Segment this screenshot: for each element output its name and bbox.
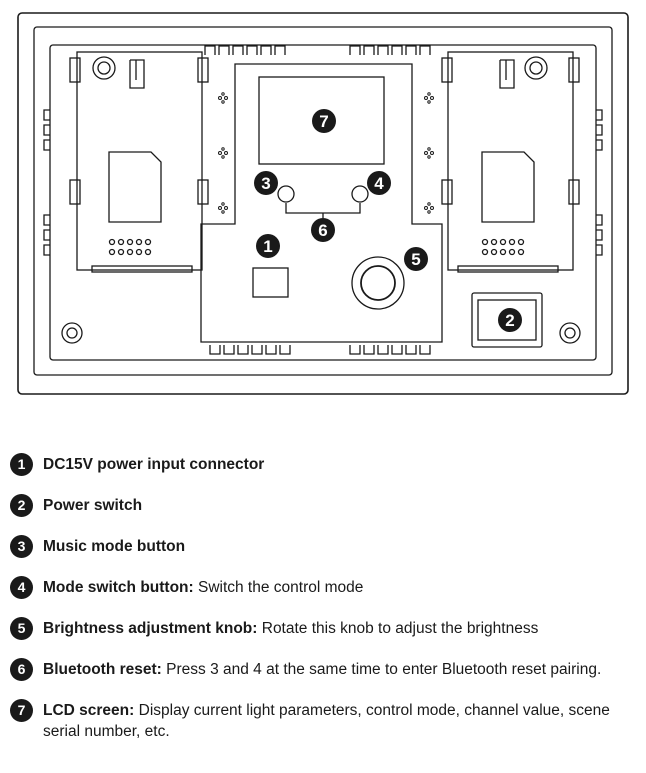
svg-text:4: 4 (374, 174, 384, 193)
inner-frame (33, 26, 613, 376)
legend-term: Mode switch button: (43, 579, 194, 596)
music-mode-button (277, 185, 295, 203)
right-battery-plate (441, 51, 580, 273)
legend-item: 1 DC15V power input connector (10, 453, 640, 476)
legend-term: Power switch (43, 497, 143, 514)
svg-text:5: 5 (411, 250, 420, 269)
legend-term: LCD screen: (43, 702, 135, 719)
legend-number: 5 (10, 617, 33, 640)
top-vents-right (349, 45, 431, 55)
mode-switch-button (351, 185, 369, 203)
svg-text:1: 1 (263, 237, 272, 256)
left-notches (43, 109, 50, 256)
svg-text:3: 3 (261, 174, 270, 193)
outer-frame (17, 12, 629, 395)
callout-5: 5 (404, 247, 428, 271)
control-board (200, 63, 443, 343)
svg-text:2: 2 (505, 311, 514, 330)
svg-text:7: 7 (319, 112, 328, 131)
top-vents-left (204, 45, 286, 55)
bluetooth-reset-bracket (285, 203, 361, 218)
bottom-vents-left (209, 345, 291, 355)
callout-2: 2 (498, 308, 522, 332)
legend-number: 4 (10, 576, 33, 599)
legend-number: 6 (10, 658, 33, 681)
legend-number: 2 (10, 494, 33, 517)
callout-7: 7 (312, 109, 336, 133)
lcd-screen (258, 76, 385, 165)
legend-term: Music mode button (43, 538, 186, 555)
legend-number: 1 (10, 453, 33, 476)
brightness-knob (351, 256, 405, 310)
power-switch (471, 292, 543, 348)
legend-term: Brightness adjustment knob: (43, 620, 258, 637)
svg-text:6: 6 (318, 221, 327, 240)
legend-text: Brightness adjustment knob: Rotate this … (43, 618, 640, 639)
legend-desc: Press 3 and 4 at the same time to enter … (161, 661, 602, 678)
right-notches (596, 109, 603, 256)
callout-6: 6 (311, 218, 335, 242)
mounting-dots (218, 92, 434, 214)
legend-item: 5 Brightness adjustment knob: Rotate thi… (10, 617, 640, 640)
dc-power-connector (252, 267, 289, 298)
legend-number: 3 (10, 535, 33, 558)
callout-4: 4 (367, 171, 391, 195)
legend-desc: Rotate this knob to adjust the brightnes… (257, 620, 539, 637)
legend-text: Bluetooth reset: Press 3 and 4 at the sa… (43, 659, 640, 680)
legend-text: Power switch (43, 495, 640, 516)
legend-term: Bluetooth reset: (43, 661, 162, 678)
legend-desc: Switch the control mode (193, 579, 364, 596)
legend-item: 7 LCD screen: Display current light para… (10, 699, 640, 742)
legend-term: DC15V power input connector (43, 456, 265, 473)
legend-text: Music mode button (43, 536, 640, 557)
bottom-vents-right (349, 345, 431, 355)
legend-item: 3 Music mode button (10, 535, 640, 558)
legend-desc: Display current light parameters, contro… (43, 702, 610, 740)
legend-item: 6 Bluetooth reset: Press 3 and 4 at the … (10, 658, 640, 681)
legend-text: LCD screen: Display current light parame… (43, 700, 640, 742)
legend-number: 7 (10, 699, 33, 722)
callout-3: 3 (254, 171, 278, 195)
legend-item: 2 Power switch (10, 494, 640, 517)
legend-item: 4 Mode switch button: Switch the control… (10, 576, 640, 599)
callout-1: 1 (256, 234, 280, 258)
device-back-panel-diagram: 7 3 4 6 1 5 2 (17, 12, 629, 395)
legend-text: Mode switch button: Switch the control m… (43, 577, 640, 598)
legend: 1 DC15V power input connector 2 Power sw… (10, 453, 640, 742)
legend-text: DC15V power input connector (43, 454, 640, 475)
left-battery-plate (69, 51, 209, 273)
corner-screws (61, 322, 581, 344)
